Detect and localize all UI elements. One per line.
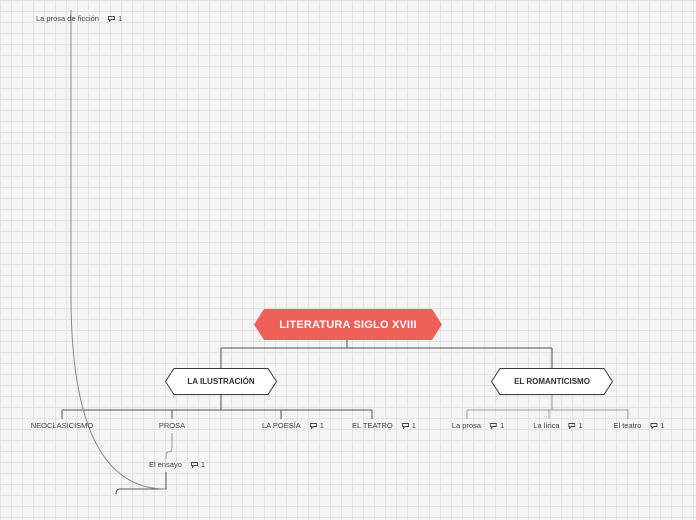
leaf-ensayo-label: El ensayo [148,460,182,469]
leaf-rom-lirica[interactable]: La lírica 1 [533,421,582,430]
comment-icon [401,422,409,429]
comment-badge[interactable]: 1 [401,421,416,430]
leaf-rom-prosa-label: La prosa [451,421,482,430]
branch-ilustracion-label: LA ILUSTRACIÓN [187,377,255,386]
comment-icon [309,422,317,429]
leaf-prosa-ficcion-label: La prosa de ficción [36,14,99,23]
comment-icon [108,15,115,22]
leaf-rom-teatro[interactable]: El teatro 1 [613,421,664,430]
connector-romanticismo-children [466,395,629,419]
leaf-rom-prosa[interactable]: La prosa 1 [452,421,504,430]
connector-ficcion-curve [70,10,167,490]
root-label: LITERATURA SIGLO XVIII [279,318,417,331]
comment-icon [190,461,198,468]
comment-count: 1 [660,421,665,430]
comment-badge[interactable]: 1 [490,421,504,430]
branch-hexagon-shape [165,368,277,395]
leaf-rom-lirica-label: La lírica [533,421,560,430]
connector-prosa-ensayo [165,433,173,459]
root-node[interactable]: LITERATURA SIGLO XVIII [254,309,442,340]
leaf-ensayo[interactable]: El ensayo 1 [149,460,205,469]
comment-icon [490,422,497,429]
comment-count: 1 [117,14,123,23]
connector-ensayo-ficcion [115,472,167,495]
comment-badge[interactable]: 1 [190,460,206,469]
leaf-prosa-ficcion[interactable]: La prosa de ficción 1 [36,14,122,23]
branch-hexagon-shape [491,368,613,395]
leaf-poesia-label: LA POESÍA [262,421,301,430]
branch-romanticismo[interactable]: EL ROMANTICISMO [491,368,613,395]
comment-badge[interactable]: 1 [309,421,324,430]
leaf-teatro-label: EL TEATRO [352,421,393,430]
comment-count: 1 [200,460,206,469]
root-hexagon-shape [254,309,442,340]
leaf-neoclasicismo-label: NEOCLASICISMO [30,421,94,430]
comment-badge[interactable]: 1 [108,14,122,23]
leaf-rom-teatro-label: El teatro [613,421,642,430]
leaf-poesia[interactable]: LA POESÍA 1 [262,421,324,430]
comment-count: 1 [319,421,324,430]
branch-ilustracion[interactable]: LA ILUSTRACIÓN [165,368,277,395]
comment-badge[interactable]: 1 [568,421,583,430]
comment-count: 1 [578,421,583,430]
leaf-teatro[interactable]: EL TEATRO 1 [352,421,416,430]
comment-badge[interactable]: 1 [650,421,665,430]
connector-root-branches [220,340,553,368]
comment-count: 1 [500,421,505,430]
leaf-neoclasicismo[interactable]: NEOCLASICISMO [31,421,94,430]
leaf-prosa-label: PROSA [158,421,186,430]
connector-ilustracion-children [61,395,373,419]
comment-count: 1 [411,421,416,430]
comment-icon [650,422,658,429]
leaf-prosa[interactable]: PROSA [159,421,185,430]
branch-romanticismo-label: EL ROMANTICISMO [514,377,590,386]
comment-icon [568,422,576,429]
